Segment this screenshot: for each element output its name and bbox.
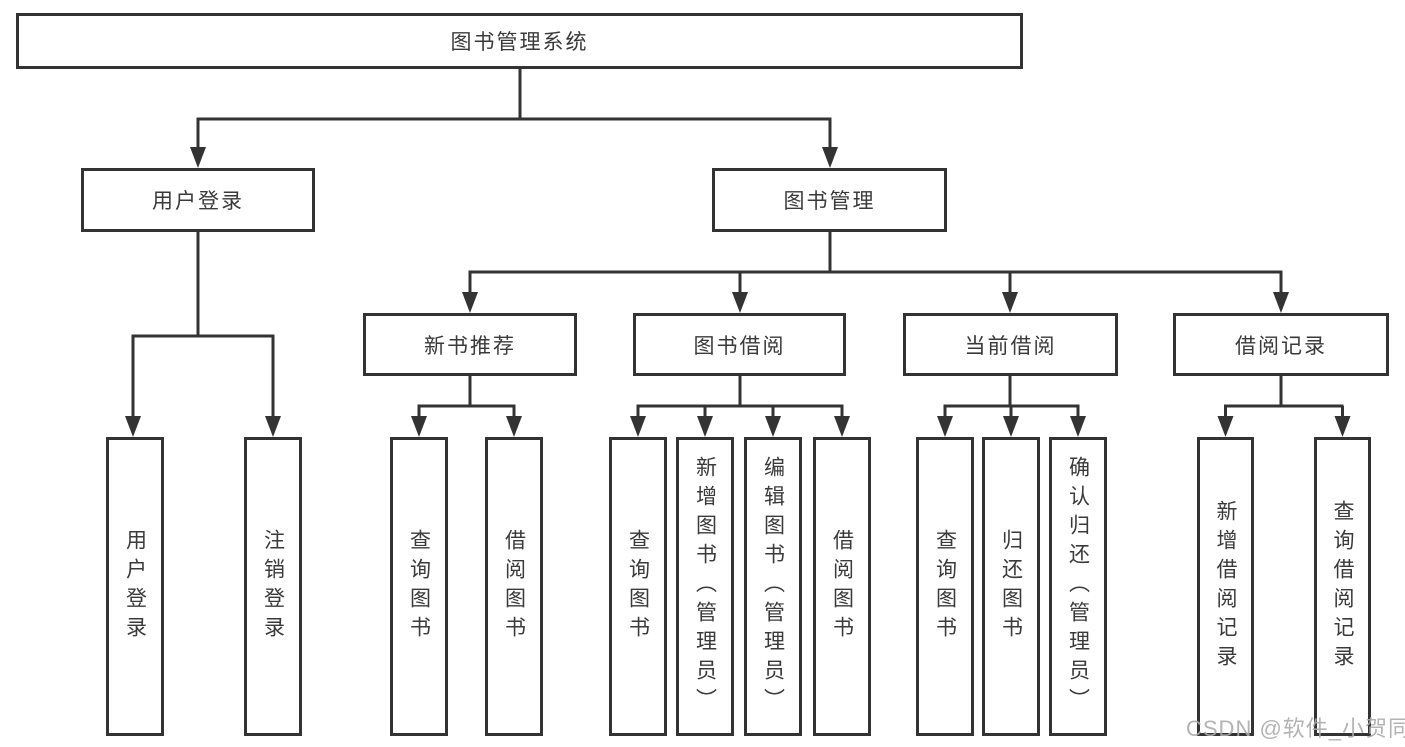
leaf-current-query-books: 查询图书: [916, 437, 974, 736]
connector-current-to-leaves: [937, 376, 1086, 437]
node-label: 查询借阅记录: [1331, 499, 1354, 674]
leaf-records-query-record: 查询借阅记录: [1314, 437, 1371, 736]
leaf-records-add-record: 新增借阅记录: [1197, 437, 1254, 736]
node-label: 编辑图书（管理员）: [761, 456, 785, 717]
connector-root-to-level2: [190, 69, 838, 168]
node-label: 注销登录: [261, 528, 285, 645]
node-label: 图书借阅: [693, 334, 786, 358]
node-label: 归还图书: [999, 528, 1023, 645]
connector-records-to-leaves: [1217, 376, 1351, 437]
leaf-borrow-borrow-books: 借阅图书: [813, 437, 871, 736]
node-label: 确认归还（管理员）: [1066, 456, 1090, 717]
node-borrow-records: 借阅记录: [1173, 313, 1389, 376]
leaf-borrow-edit-books-admin: 编辑图书（管理员）: [744, 437, 802, 736]
node-label: 借阅记录: [1235, 334, 1327, 358]
leaf-borrow-add-books-admin: 新增图书（管理员）: [676, 437, 734, 736]
leaf-borrow-query-books: 查询图书: [609, 437, 667, 736]
leaf-recommend-query-books: 查询图书: [390, 437, 448, 736]
node-label: 用户登录: [123, 528, 147, 645]
node-user-login: 用户登录: [81, 168, 315, 232]
node-label: 借阅图书: [502, 528, 526, 645]
connector-borrow-to-leaves: [630, 376, 850, 437]
node-label: 当前借阅: [964, 334, 1057, 358]
node-label: 图书管理系统: [450, 31, 589, 54]
node-label: 查询图书: [407, 528, 431, 645]
node-label: 借阅图书: [830, 528, 854, 645]
node-library-management-system: 图书管理系统: [16, 13, 1023, 69]
connector-bookmgmt-to-level3: [462, 232, 1289, 313]
node-label: 图书管理: [783, 190, 876, 213]
node-label: 查询图书: [626, 528, 650, 645]
node-current-borrow: 当前借阅: [903, 313, 1118, 376]
node-label: 新增借阅记录: [1214, 499, 1237, 674]
connector-recommend-to-leaves: [411, 376, 522, 437]
node-label: 新增图书（管理员）: [693, 456, 717, 717]
leaf-user-login: 用户登录: [106, 437, 164, 736]
node-label: 用户登录: [152, 190, 244, 213]
node-label: 查询图书: [933, 528, 957, 645]
node-new-book-recommend: 新书推荐: [363, 313, 577, 376]
node-book-management: 图书管理: [712, 168, 947, 232]
leaf-current-return-books: 归还图书: [982, 437, 1040, 736]
connector-userlogin-to-leaves: [125, 232, 281, 437]
node-label: 新书推荐: [424, 334, 516, 358]
node-book-borrow: 图书借阅: [633, 313, 846, 376]
leaf-current-confirm-return-admin: 确认归还（管理员）: [1049, 437, 1107, 736]
leaf-recommend-borrow-books: 借阅图书: [485, 437, 543, 736]
leaf-logout: 注销登录: [244, 437, 302, 736]
